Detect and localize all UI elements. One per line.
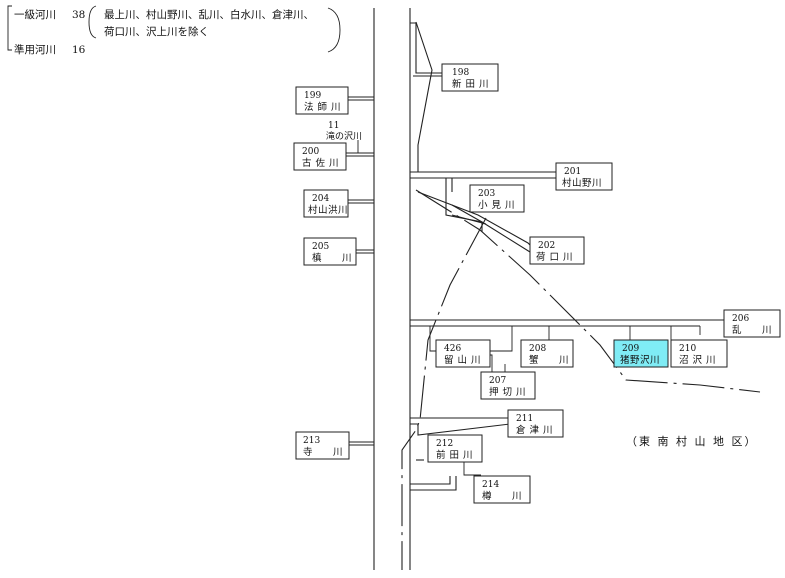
river-number: 214 — [482, 480, 499, 490]
legend-note-close-paren — [327, 7, 341, 53]
river-name: 荷 口 川 — [536, 252, 573, 263]
region-label: （東 南 村 山 地 区） — [626, 434, 757, 448]
river-box-208: 208 蟹 川 — [520, 339, 574, 368]
river-name: 小 見 川 — [478, 200, 515, 211]
river-name: 押 切 川 — [489, 386, 526, 398]
river-box-214: 214 樽 川 — [473, 475, 531, 504]
river-box-209: 209 猪野沢川 — [613, 339, 669, 368]
river-name: 留 山 川 — [444, 354, 481, 366]
river-box-211: 211 倉 津 川 — [507, 409, 564, 438]
river-box-201: 201 村山野川 — [555, 162, 613, 191]
river-box-213: 213 寺 川 — [295, 431, 350, 460]
river-number: 208 — [529, 344, 546, 354]
river-number: 203 — [478, 189, 495, 199]
river-number: 212 — [436, 439, 453, 449]
river-box-206: 206 乱 川 — [723, 309, 781, 338]
left-tributary-connectors — [346, 96, 374, 446]
river-box-426: 426 留 山 川 — [435, 339, 491, 368]
river-box-202: 202 荷 口 川 — [529, 236, 585, 265]
legend: 一級河川 38 最上川、村山野川、乱川、白水川、倉津川、 荷口川、沢上川を除く … — [7, 5, 341, 56]
river-number: 201 — [564, 167, 581, 177]
legend-note-open-paren — [88, 5, 97, 39]
legend-count-class1: 38 — [72, 9, 85, 21]
river-box-205: 205 槙 川 — [303, 237, 357, 266]
river-name: 滝の沢川 — [326, 130, 362, 142]
river-box-207: 207 押 切 川 — [480, 371, 536, 400]
river-number: 199 — [304, 91, 321, 101]
river-box-199: 199 法 師 川 — [295, 86, 349, 115]
river-name: 寺 川 — [303, 447, 343, 458]
river-box-212: 212 前 田 川 — [427, 434, 483, 463]
river-number: 204 — [312, 194, 329, 204]
river-name: 倉 津 川 — [516, 424, 553, 436]
legend-note-line1: 最上川、村山野川、乱川、白水川、倉津川、 — [104, 8, 314, 21]
right-tributary-network — [401, 21, 761, 570]
river-number: 206 — [732, 314, 749, 324]
legend-note-line2: 荷口川、沢上川を除く — [104, 25, 209, 38]
river-box-204: 204 村山洪川 — [303, 189, 349, 218]
river-number: 210 — [679, 344, 696, 354]
river-name: 槙 川 — [312, 252, 352, 264]
river-number: 426 — [444, 344, 461, 354]
legend-outer-bracket — [7, 5, 12, 51]
river-name: 乱 川 — [732, 325, 772, 336]
river-name: 古 佐 川 — [302, 157, 339, 169]
river-box-200: 200 古 佐 川 — [293, 142, 347, 171]
legend-label-class1: 一級河川 — [14, 8, 56, 21]
river-name: 前 田 川 — [436, 449, 473, 461]
river-number: 213 — [303, 436, 320, 446]
river-number: 209 — [622, 344, 639, 354]
river-number: 207 — [489, 376, 506, 386]
river-label-11: 11 滝の沢川 — [326, 121, 362, 142]
river-box-210: 210 沼 沢 川 — [670, 339, 728, 368]
river-number: 205 — [312, 242, 329, 252]
river-name: 法 師 川 — [304, 101, 341, 113]
river-name: 沼 沢 川 — [679, 354, 716, 366]
river-box-203: 203 小 見 川 — [469, 184, 525, 213]
river-number: 11 — [328, 121, 339, 131]
legend-label-class2: 準用河川 — [14, 43, 56, 56]
legend-count-class2: 16 — [72, 44, 86, 56]
river-name: 蟹 川 — [529, 354, 569, 366]
river-name: 村山野川 — [562, 177, 602, 189]
river-box-198: 198 新 田 川 — [441, 63, 499, 92]
river-number: 211 — [516, 414, 533, 424]
river-name: 村山洪川 — [308, 204, 348, 216]
river-number: 200 — [302, 147, 319, 157]
river-name: 樽 川 — [482, 490, 522, 502]
river-name: 猪野沢川 — [620, 354, 660, 366]
river-name: 新 田 川 — [452, 78, 489, 90]
river-number: 202 — [538, 241, 555, 251]
river-number: 198 — [452, 68, 469, 78]
